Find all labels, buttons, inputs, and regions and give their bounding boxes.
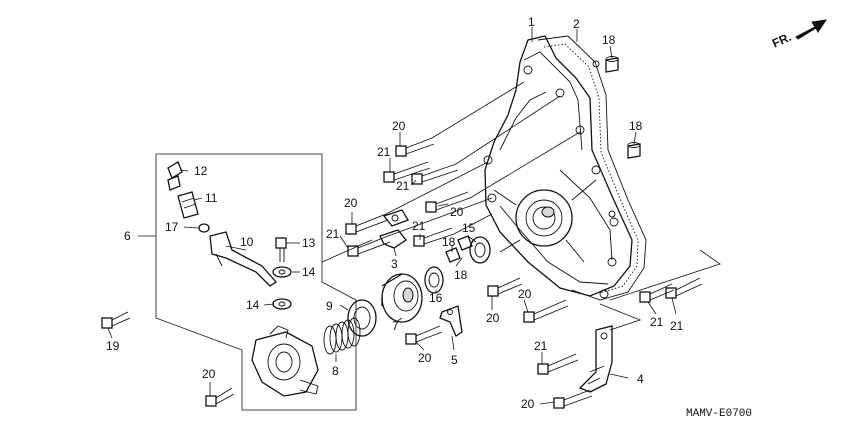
callout-20: 20 xyxy=(486,311,500,325)
flange-bolt xyxy=(553,389,593,409)
callout-18: 18 xyxy=(602,33,616,47)
callout-9: 9 xyxy=(326,299,333,313)
wire-clamp xyxy=(379,209,409,249)
leader-lines xyxy=(107,27,677,405)
callout-14: 14 xyxy=(302,265,316,279)
flange-bolt xyxy=(411,163,459,185)
callout-21: 21 xyxy=(377,145,391,159)
front-direction-arrow-icon xyxy=(795,19,828,40)
flange-bolt xyxy=(101,311,131,329)
driven-gear xyxy=(381,273,423,323)
callout-20: 20 xyxy=(344,196,358,210)
hose-clamp xyxy=(167,161,183,191)
callout-11: 11 xyxy=(205,191,218,205)
callout-3: 3 xyxy=(391,257,398,271)
callout-20: 20 xyxy=(518,287,532,301)
front-direction-indicator: FR. xyxy=(770,19,828,51)
callout-17: 17 xyxy=(165,220,179,234)
drawing-code: MAMV-E0700 xyxy=(686,408,752,420)
callout-20: 20 xyxy=(450,205,464,219)
callout-18: 18 xyxy=(629,119,643,133)
assembly-group-outline xyxy=(155,153,357,411)
callout-14: 14 xyxy=(246,298,260,312)
callout-4: 4 xyxy=(637,372,644,386)
mounting-bracket xyxy=(578,325,613,393)
left-crankcase-cover xyxy=(483,35,647,301)
dowel-pin-top xyxy=(605,56,619,73)
callout-21: 21 xyxy=(412,219,426,233)
bolt-13 xyxy=(275,237,287,262)
bearing xyxy=(424,266,444,294)
flange-bolt xyxy=(523,299,569,323)
flange-bolt xyxy=(395,137,435,157)
flange-bolt xyxy=(425,191,471,213)
callouts: 1 2 18 18 20 21 21 12 11 20 20 6 17 10 1… xyxy=(106,15,684,411)
callout-19: 19 xyxy=(106,339,120,353)
flange-bolt xyxy=(537,353,579,375)
flange-bolt xyxy=(413,227,455,247)
dowel-pin xyxy=(457,235,473,251)
callout-18: 18 xyxy=(442,235,456,249)
callout-21: 21 xyxy=(534,339,548,353)
callout-7: 7 xyxy=(392,319,399,333)
callout-16: 16 xyxy=(429,291,443,305)
flange-bolt xyxy=(639,283,675,303)
callout-20: 20 xyxy=(202,367,216,381)
breather-tube xyxy=(209,231,277,287)
callout-21: 21 xyxy=(670,319,684,333)
callout-21: 21 xyxy=(326,227,340,241)
direction-label: FR. xyxy=(770,30,793,51)
callout-21: 21 xyxy=(650,315,664,329)
callout-15: 15 xyxy=(462,221,476,235)
coil-spring xyxy=(323,317,361,355)
callout-20: 20 xyxy=(521,397,535,411)
flange-bolt xyxy=(205,387,235,407)
pump-housing xyxy=(251,325,319,397)
assembly-lines xyxy=(385,81,721,331)
callout-10: 10 xyxy=(240,235,254,249)
dowel-pin xyxy=(445,247,461,263)
bolt-group xyxy=(101,137,703,409)
callout-1: 1 xyxy=(528,15,535,29)
callout-20: 20 xyxy=(392,119,406,133)
flange-bolt xyxy=(487,277,523,297)
oil-seal xyxy=(469,236,491,264)
callout-2: 2 xyxy=(573,17,580,31)
washer-upper xyxy=(272,266,292,278)
stay-bracket xyxy=(439,305,463,337)
washer-lower xyxy=(272,298,292,310)
spacer-ring xyxy=(347,299,377,337)
callout-13: 13 xyxy=(302,236,316,250)
callout-5: 5 xyxy=(451,353,458,367)
dowel-pin-middle xyxy=(627,142,641,159)
callout-8: 8 xyxy=(332,364,339,378)
flange-bolt xyxy=(405,325,443,345)
flange-bolt xyxy=(347,235,391,257)
flange-bolt xyxy=(665,277,703,299)
callout-12: 12 xyxy=(194,164,208,178)
flange-bolt xyxy=(345,213,389,235)
callout-20: 20 xyxy=(418,351,432,365)
callout-21: 21 xyxy=(396,179,410,193)
callout-18: 18 xyxy=(454,268,468,282)
callout-6: 6 xyxy=(124,229,131,243)
joint-fitting xyxy=(177,191,199,219)
o-ring xyxy=(198,223,210,233)
